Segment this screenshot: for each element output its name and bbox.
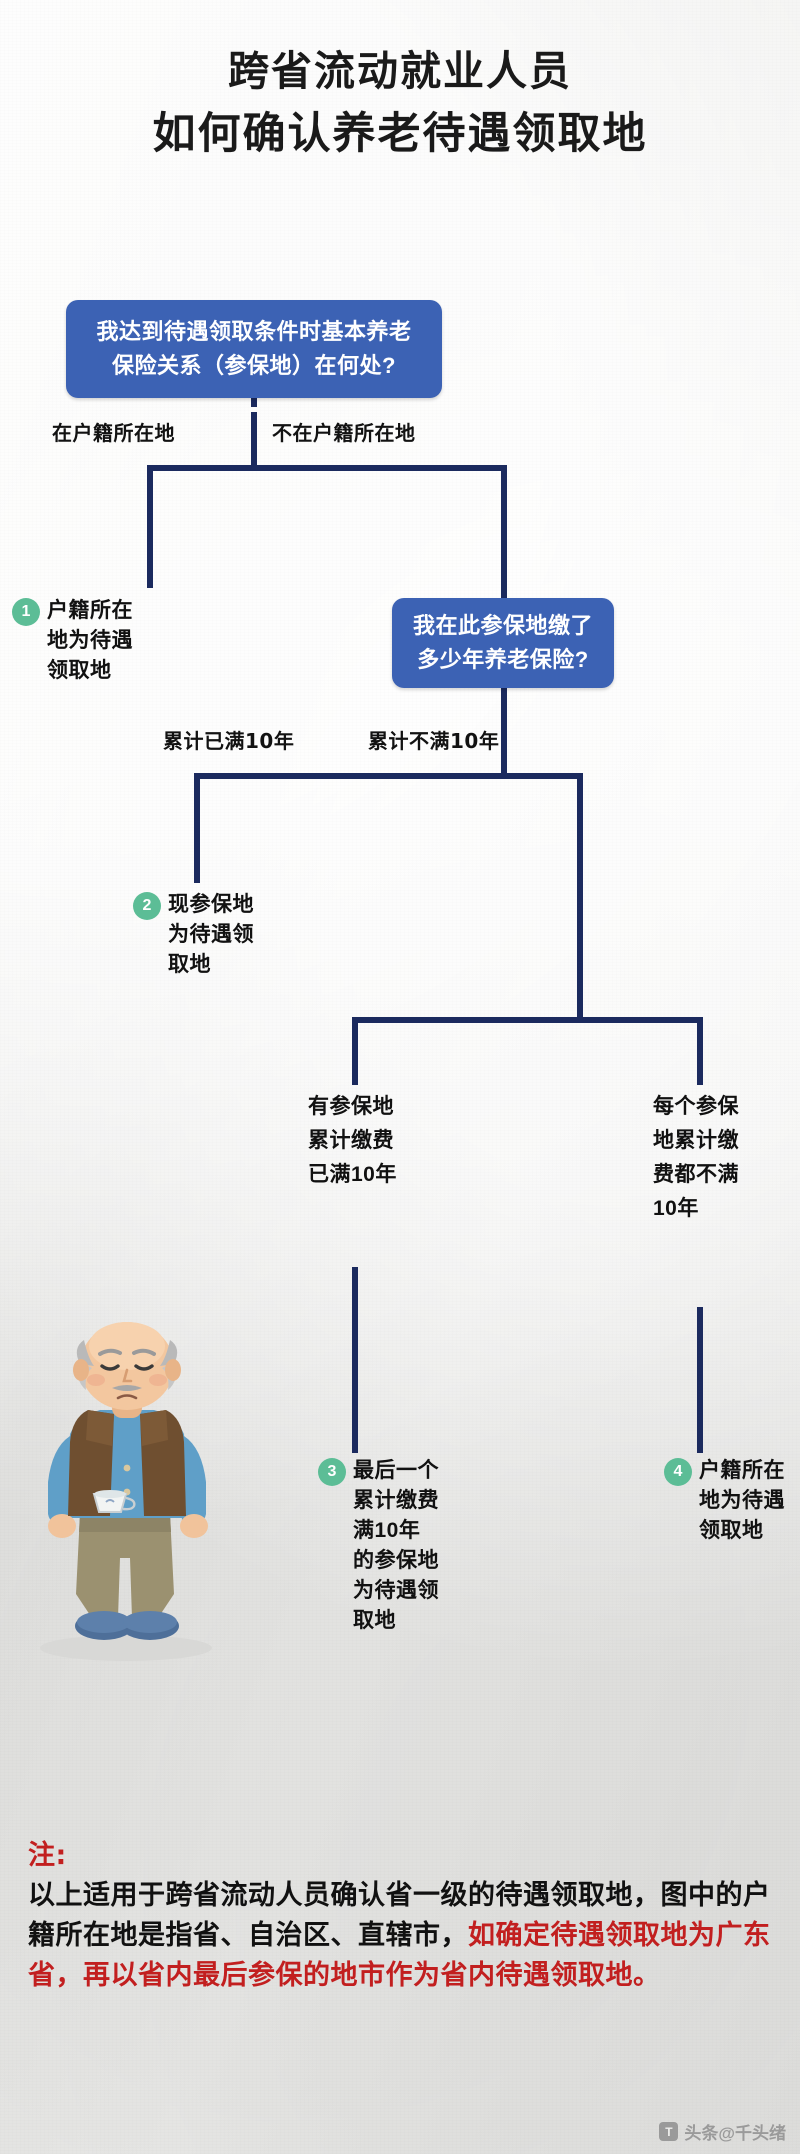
question-box-2-line-1: 我在此参保地缴了 — [412, 613, 593, 638]
result-item-2: 2 现参保地为待遇领取地 — [133, 890, 272, 980]
edge-label-accumulated-under-10-years: 累计不满10年 — [368, 729, 500, 753]
result-badge-1: 1 — [12, 598, 40, 626]
question-box-1-line-2: 保险关系（参保地）在何处? — [112, 353, 396, 378]
edge-label-accumulated-10-years-met: 累计已满10年 — [163, 729, 295, 753]
elderly-man-illustration — [40, 1322, 212, 1661]
page-title: 跨省流动就业人员 如何确认养老待遇领取地 — [0, 40, 800, 166]
result-text-3: 最后一个累计缴费满10年的参保地为待遇领取地 — [353, 1459, 439, 1632]
note-body-black: 以上适用于跨省流动人员确认省一级的待遇领取地，图中的户籍所在地是指省、自治区、直… — [28, 1880, 771, 1951]
result-item-1: 1 户籍所在地为待遇领取地 — [12, 596, 151, 686]
result-text-4: 户籍所在地为待遇领取地 — [699, 1459, 785, 1542]
result-badge-2: 2 — [133, 892, 161, 920]
note-body-red: 如确定待遇领取地为广东省，再以省内最后参保的地市作为省内待遇领取地。 — [28, 1920, 771, 1991]
note-heading: 注: — [28, 1840, 67, 1871]
result-badge-3: 3 — [318, 1458, 346, 1486]
question-box-2: 我在此参保地缴了 多少年养老保险? — [392, 598, 614, 688]
title-line-1: 跨省流动就业人员 — [228, 47, 572, 95]
edge-label-in-household-registration: 在户籍所在地 — [52, 421, 175, 445]
result-text-1: 户籍所在地为待遇领取地 — [47, 599, 133, 682]
result-badge-4: 4 — [664, 1458, 692, 1486]
watermark: T 头条@千头绪 — [659, 2119, 786, 2144]
result-text-2: 现参保地为待遇领取地 — [168, 893, 254, 976]
result-item-3: 3 最后一个累计缴费满10年的参保地为待遇领取地 — [318, 1456, 439, 1636]
branch-note-right: 每个参保地累计缴费都不满10年 — [653, 1095, 739, 1220]
watermark-text: 头条@千头绪 — [684, 2124, 786, 2143]
question-box-1: 我达到待遇领取条件时基本养老 保险关系（参保地）在何处? — [66, 300, 442, 398]
branch-note-left: 有参保地累计缴费已满10年 — [308, 1095, 397, 1186]
title-line-2: 如何确认养老待遇领取地 — [152, 109, 648, 159]
question-box-2-line-2: 多少年养老保险? — [417, 647, 589, 672]
footer-note: 注: 以上适用于跨省流动人员确认省一级的待遇领取地，图中的户籍所在地是指省、自治区… — [28, 1836, 776, 1996]
edge-label-not-in-household-registration: 不在户籍所在地 — [272, 421, 416, 445]
toutiao-icon: T — [659, 2122, 679, 2141]
question-box-1-line-1: 我达到待遇领取条件时基本养老 — [96, 319, 412, 344]
result-item-4: 4 户籍所在地为待遇领取地 — [664, 1456, 785, 1546]
